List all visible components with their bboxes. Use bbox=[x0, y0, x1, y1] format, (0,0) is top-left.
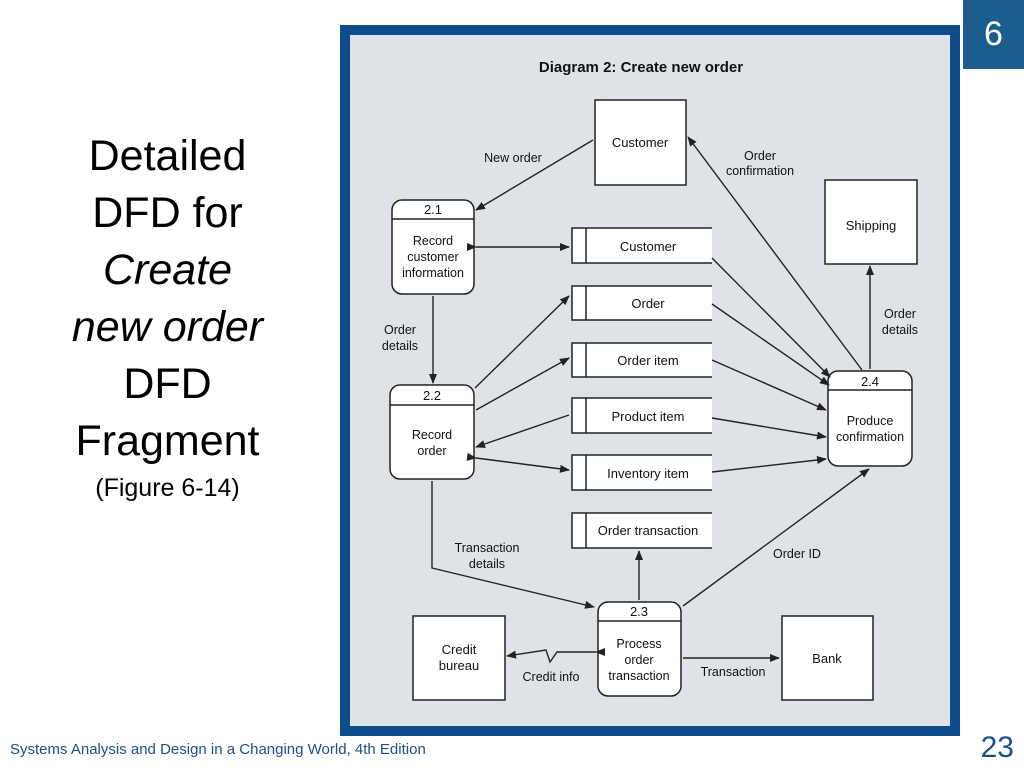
store-order-label: Order bbox=[631, 296, 665, 311]
title-line-3: Create bbox=[102, 246, 233, 294]
flow-order-confirmation bbox=[687, 136, 863, 371]
dfd-diagram: Diagram 2: Create new order Customer Shi… bbox=[350, 35, 950, 726]
flow-customer-store-to-2-4 bbox=[711, 257, 831, 378]
label-order-details-right-1: Order bbox=[884, 307, 916, 321]
footer-text: Systems Analysis and Design in a Changin… bbox=[10, 741, 426, 758]
flow-order-id bbox=[682, 468, 870, 607]
label-credit-info: Credit info bbox=[523, 670, 580, 684]
entity-shipping-label: Shipping bbox=[846, 218, 897, 233]
store-order-transaction: Order transaction bbox=[571, 512, 712, 549]
flow-transaction-details bbox=[431, 481, 595, 609]
process-2-3-id: 2.3 bbox=[630, 604, 648, 619]
process-2-1-label-1: Record bbox=[413, 234, 453, 248]
flow-order-store-to-2-4 bbox=[711, 303, 830, 386]
store-inventory-item: Inventory item bbox=[571, 454, 712, 491]
process-2-1-label-2: customer bbox=[407, 250, 458, 264]
slide-title: Detailed DFD for Create new order DFD Fr… bbox=[40, 128, 295, 506]
flow-2-2-to-order-store bbox=[474, 295, 570, 389]
process-2-4: 2.4 Produce confirmation bbox=[827, 370, 913, 467]
diagram-title: Diagram 2: Create new order bbox=[539, 59, 743, 76]
process-2-3: 2.3 Process order transaction bbox=[597, 601, 682, 697]
flow-order-item-store-to-2-4 bbox=[711, 359, 827, 411]
label-order-confirmation-2: confirmation bbox=[726, 164, 794, 178]
flow-product-item-to-2-2 bbox=[475, 414, 570, 448]
process-2-4-id: 2.4 bbox=[861, 374, 879, 389]
store-product-item: Product item bbox=[571, 397, 712, 434]
process-2-4-label-2: confirmation bbox=[836, 430, 904, 444]
process-2-1-id: 2.1 bbox=[424, 202, 442, 217]
store-order-item-label: Order item bbox=[617, 353, 678, 368]
store-inventory-item-label: Inventory item bbox=[607, 466, 689, 481]
process-2-2-label-1: Record bbox=[412, 428, 452, 442]
flow-inventory-item-store-to-2-4 bbox=[711, 456, 827, 473]
process-2-4-label-1: Produce bbox=[847, 414, 894, 428]
chapter-badge: 6 bbox=[963, 0, 1024, 69]
flow-new-order bbox=[475, 139, 594, 211]
process-2-1: 2.1 Record customer information bbox=[391, 199, 475, 295]
process-2-1-label-3: information bbox=[402, 266, 464, 280]
title-line-5: DFD bbox=[123, 360, 212, 408]
label-order-details-left-2: details bbox=[382, 339, 418, 353]
flow-2-2-to-order-item-store bbox=[475, 357, 570, 411]
process-2-2: 2.2 Record order bbox=[389, 384, 475, 480]
entity-customer: Customer bbox=[594, 99, 687, 186]
label-transaction-details-1: Transaction bbox=[455, 541, 520, 555]
store-order-transaction-label: Order transaction bbox=[598, 523, 698, 538]
title-line-1: Detailed bbox=[88, 132, 247, 180]
entity-shipping: Shipping bbox=[824, 179, 918, 265]
label-order-confirmation-1: Order bbox=[744, 149, 776, 163]
flow-product-item-store-to-2-4 bbox=[711, 417, 827, 440]
process-2-3-label-1: Process bbox=[616, 637, 661, 651]
entity-bank-label: Bank bbox=[812, 651, 842, 666]
entity-customer-label: Customer bbox=[612, 135, 669, 150]
title-line-6: Fragment bbox=[75, 417, 260, 465]
label-transaction-details-2: details bbox=[469, 557, 505, 571]
flow-2-2-inventory-item bbox=[466, 452, 570, 473]
process-2-3-label-3: transaction bbox=[608, 669, 669, 683]
store-order-item: Order item bbox=[571, 342, 712, 378]
label-order-details-right-2: details bbox=[882, 323, 918, 337]
page-number: 23 bbox=[980, 731, 1014, 764]
entity-credit-bureau-label-1: Credit bbox=[442, 642, 477, 657]
process-2-2-id: 2.2 bbox=[423, 388, 441, 403]
entity-bank: Bank bbox=[781, 615, 874, 701]
title-line-2: DFD for bbox=[92, 189, 243, 237]
label-transaction: Transaction bbox=[701, 665, 766, 679]
store-product-item-label: Product item bbox=[612, 409, 685, 424]
store-customer: Customer bbox=[571, 227, 712, 264]
store-order: Order bbox=[571, 285, 712, 321]
entity-credit-bureau: Credit bureau bbox=[412, 615, 506, 701]
label-order-details-left-1: Order bbox=[384, 323, 416, 337]
label-new-order: New order bbox=[484, 151, 542, 165]
label-order-id: Order ID bbox=[773, 547, 821, 561]
process-2-3-label-2: order bbox=[624, 653, 653, 667]
entity-credit-bureau-label-2: bureau bbox=[439, 658, 479, 673]
figure-caption: (Figure 6-14) bbox=[95, 474, 240, 502]
process-2-2-label-2: order bbox=[417, 444, 446, 458]
title-line-4: new order bbox=[71, 303, 264, 351]
flow-credit-info bbox=[506, 648, 605, 664]
store-customer-label: Customer bbox=[620, 239, 677, 254]
